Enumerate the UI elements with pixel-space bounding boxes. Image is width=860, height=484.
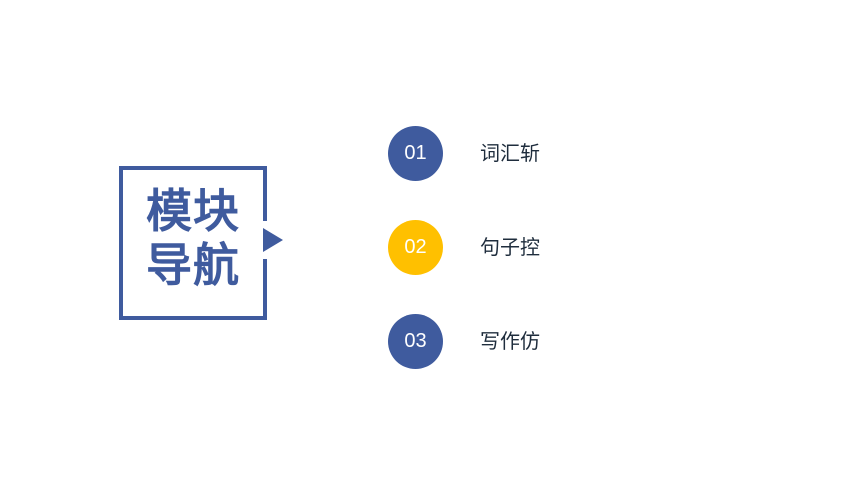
nav-number-badge: 01	[388, 126, 443, 181]
page-title-line-1: 模块	[146, 184, 240, 238]
nav-item-label: 词汇斩	[480, 141, 540, 165]
nav-item-sentence[interactable]: 02 句子控	[388, 220, 688, 276]
nav-item-vocabulary[interactable]: 01 词汇斩	[388, 126, 688, 182]
nav-number-badge: 02	[388, 220, 443, 275]
nav-number-badge: 03	[388, 314, 443, 369]
triangle-pointer-icon	[263, 228, 283, 252]
nav-item-label: 写作仿	[480, 329, 540, 353]
nav-item-writing[interactable]: 03 写作仿	[388, 314, 688, 370]
nav-item-label: 句子控	[480, 235, 540, 259]
page-title-line-2: 导航	[146, 238, 240, 292]
page-title: 模块 导航	[123, 184, 263, 292]
